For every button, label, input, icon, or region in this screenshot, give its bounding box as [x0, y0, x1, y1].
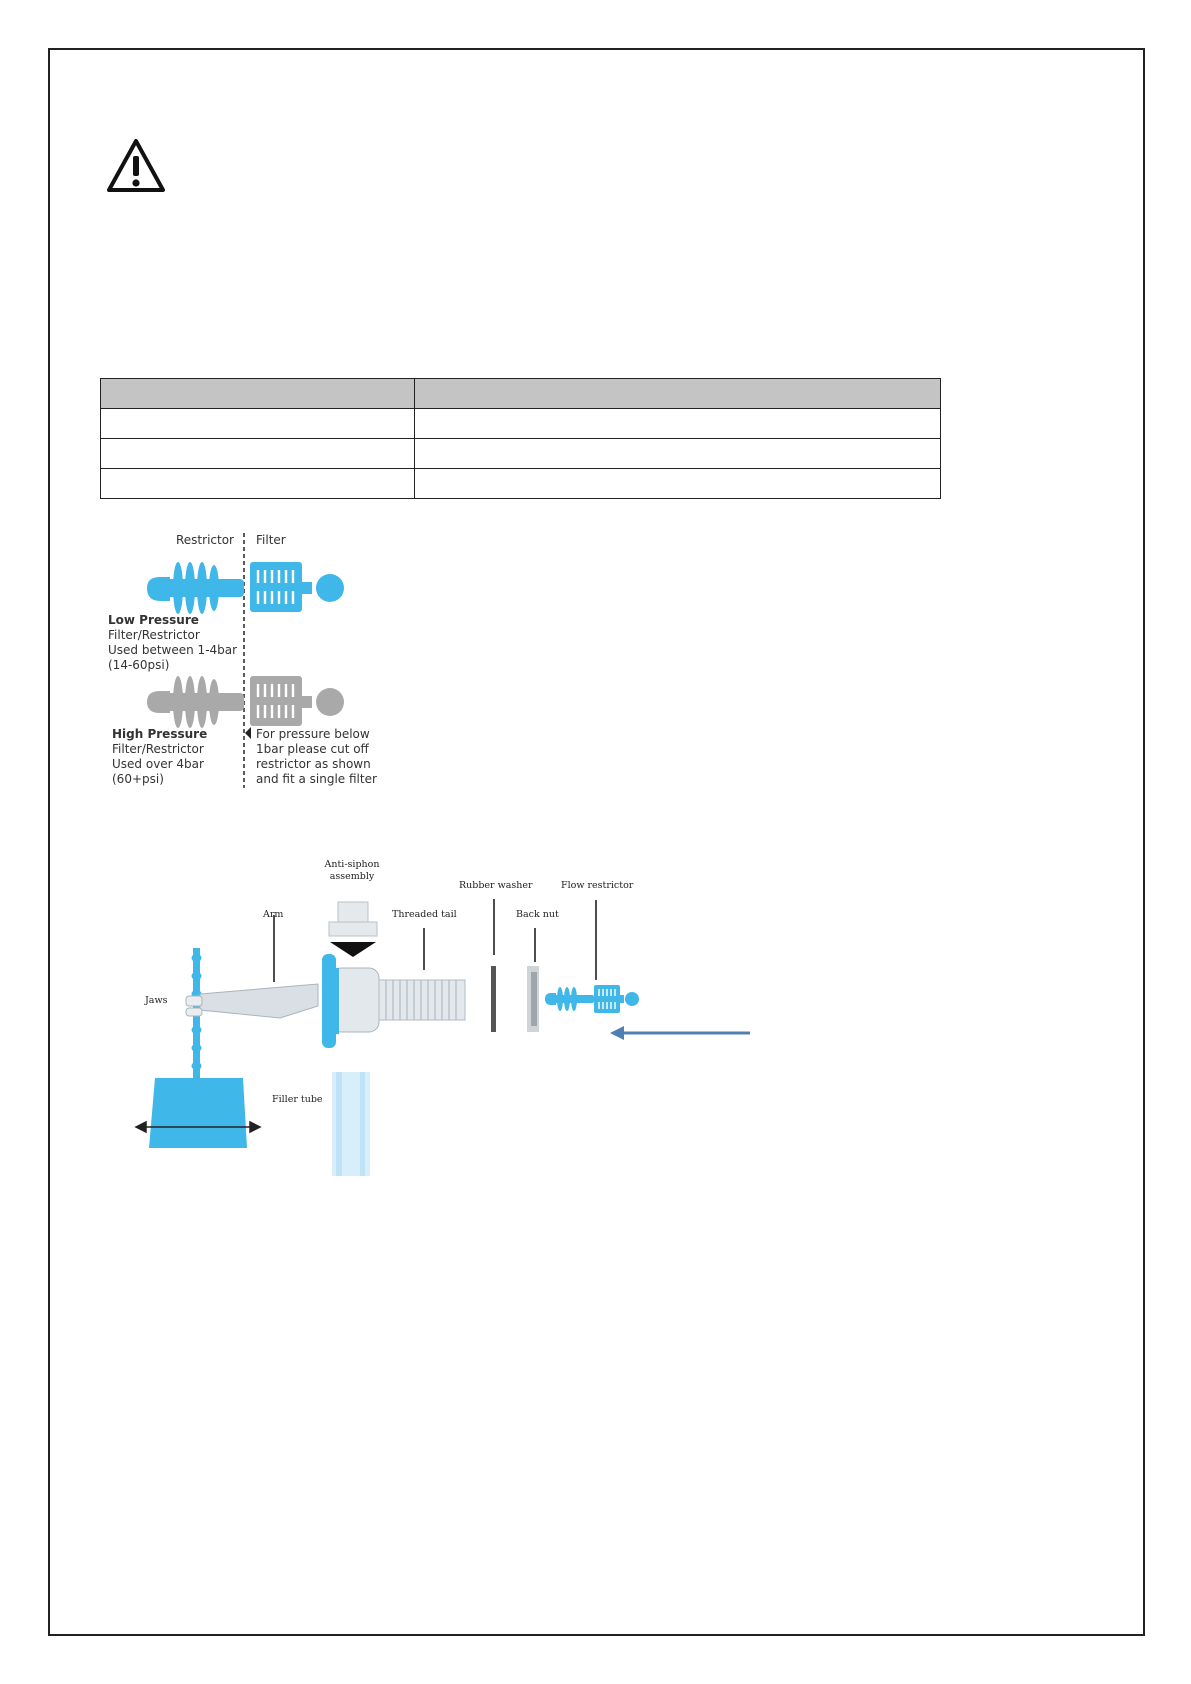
flow-arrow [610, 1026, 750, 1040]
table-row [100, 468, 941, 499]
table-cell [414, 408, 941, 439]
jaws-label: Jaws [145, 995, 168, 1006]
table-cell [414, 468, 941, 499]
anti-siphon-label-line1: Anti-siphon [324, 859, 380, 870]
table-cell [414, 438, 941, 469]
note-line1: For pressure below [256, 727, 370, 741]
low-pressure-line2: Used between 1-4bar [108, 643, 238, 657]
arm [199, 983, 319, 1019]
low-pressure-line1: Filter/Restrictor [108, 628, 200, 642]
restrictor-heading: Restrictor [176, 533, 234, 547]
filter-heading: Filter [256, 533, 286, 547]
table-header-row [100, 378, 941, 409]
note-line4: and fit a single filter [256, 772, 377, 786]
flow-restrictor-label: Flow restrictor [561, 880, 634, 891]
high-pressure-part [147, 676, 344, 728]
table-row [100, 438, 941, 469]
threaded-tail [378, 979, 466, 1021]
rubber-washer-label: Rubber washer [459, 880, 533, 891]
note-line2: 1bar please cut off [256, 742, 369, 756]
back-nut [527, 966, 539, 1032]
jaws [185, 995, 203, 1017]
low-pressure-title: Low Pressure [108, 613, 199, 627]
warning-icon [107, 139, 165, 192]
filler-tube-label: Filler tube [272, 1094, 323, 1105]
table-header-cell [414, 378, 941, 409]
arm-label: Arm [263, 909, 284, 920]
pointer-triangle [245, 727, 251, 739]
anti-siphon-label-line2: assembly [329, 871, 375, 882]
high-pressure-title: High Pressure [112, 727, 208, 741]
page-border [48, 48, 1145, 1636]
high-pressure-filter-slots [256, 684, 295, 718]
table-cell [100, 468, 415, 499]
low-pressure-filter-slots [256, 570, 295, 604]
filler-tube [332, 1072, 370, 1176]
valve-assembly-illustration [134, 899, 750, 1176]
flow-restrictor [545, 985, 639, 1013]
high-pressure-line2: Used over 4bar [112, 757, 204, 771]
float-double-arrow [134, 1120, 262, 1134]
valve-body [322, 954, 380, 1048]
table-row [100, 408, 941, 439]
high-pressure-line3: (60+psi) [112, 772, 164, 786]
filter-restrictor-illustration [147, 533, 344, 788]
threaded-tail-label: Threaded tail [392, 909, 457, 920]
rubber-washer [491, 966, 496, 1032]
table-cell [100, 438, 415, 469]
note-line3: restrictor as shown [256, 757, 371, 771]
low-pressure-line3: (14-60psi) [108, 658, 170, 672]
float [149, 1078, 247, 1148]
high-pressure-line1: Filter/Restrictor [112, 742, 204, 756]
spec-table [100, 378, 941, 499]
back-nut-label: Back nut [516, 909, 559, 920]
low-pressure-part [147, 562, 344, 614]
table-header-cell [100, 378, 415, 409]
anti-siphon-cap [328, 901, 378, 957]
